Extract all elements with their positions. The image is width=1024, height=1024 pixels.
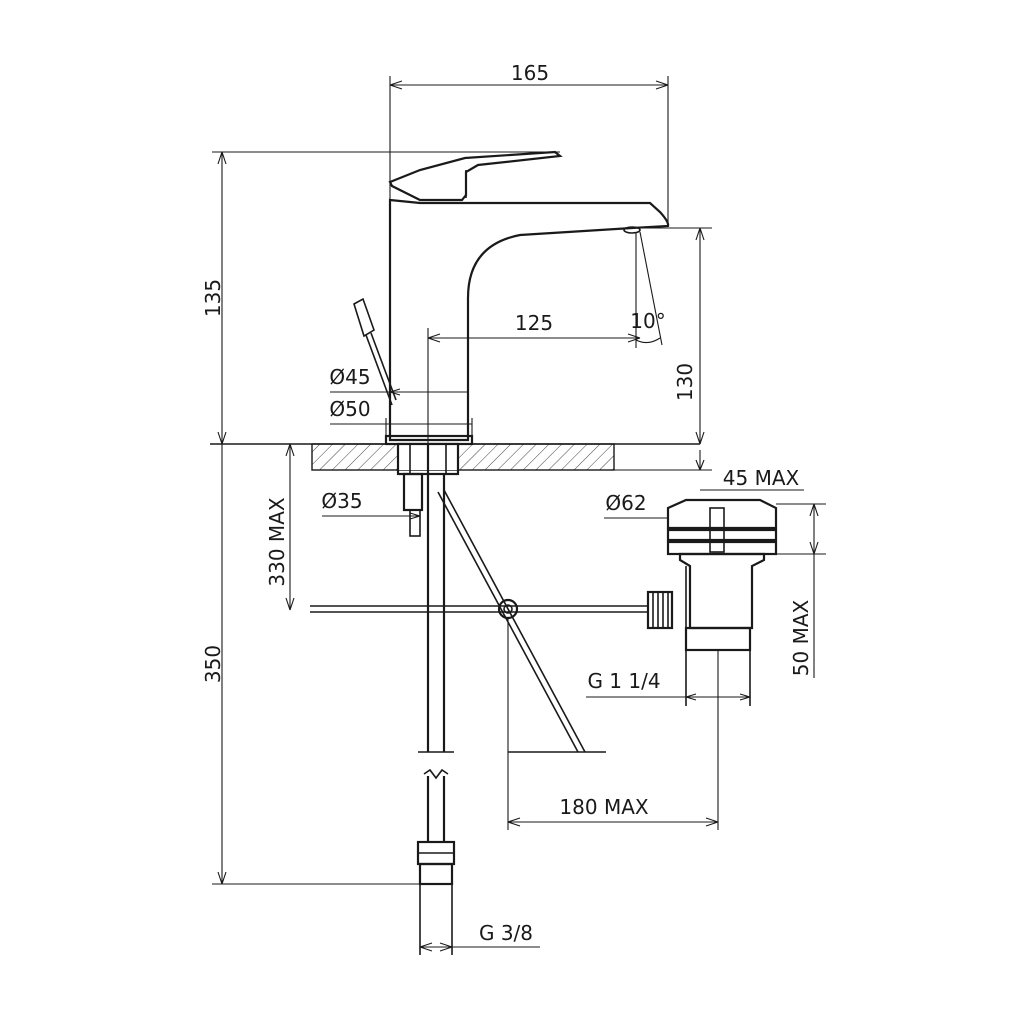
- label-g114: G 1 1/4: [587, 669, 660, 693]
- label-dia50: Ø50: [329, 397, 370, 421]
- dim-10-degree: [635, 231, 663, 348]
- dim-330-max: [285, 443, 295, 611]
- label-135: 135: [201, 279, 225, 317]
- label-180-max: 180 MAX: [559, 795, 648, 819]
- label-dia45: Ø45: [329, 365, 370, 389]
- lever-handle: [388, 150, 563, 202]
- label-50-max: 50 MAX: [789, 599, 813, 676]
- label-10-degree: 10°: [630, 309, 665, 333]
- label-dia35: Ø35: [321, 489, 362, 513]
- dim-g114: [586, 693, 751, 701]
- dim-165: [389, 76, 669, 226]
- dim-diameters: [322, 388, 473, 520]
- label-45-max: 45 MAX: [723, 466, 800, 490]
- dim-180-max: [507, 618, 719, 830]
- countertop-section: [210, 443, 700, 471]
- dim-130: [640, 227, 712, 445]
- faucet-body: [388, 198, 670, 442]
- label-dia62: Ø62: [605, 491, 646, 515]
- label-350: 350: [201, 645, 225, 683]
- label-125: 125: [515, 311, 553, 335]
- drain-pull-rod: [353, 297, 397, 406]
- dim-135: [212, 151, 560, 445]
- supply-hose: [416, 444, 456, 955]
- label-g38: G 3/8: [479, 921, 533, 945]
- label-130: 130: [673, 363, 697, 401]
- label-330-max: 330 MAX: [265, 497, 289, 586]
- dim-125: [427, 328, 641, 444]
- dim-350: [212, 444, 420, 885]
- label-165: 165: [511, 61, 549, 85]
- linkage-rods: [310, 489, 648, 753]
- dim-50-max: [809, 503, 819, 678]
- dim-45-max: [614, 450, 804, 491]
- dim-62: [604, 503, 826, 555]
- popup-waste: [646, 498, 778, 706]
- dim-g38: [419, 942, 540, 952]
